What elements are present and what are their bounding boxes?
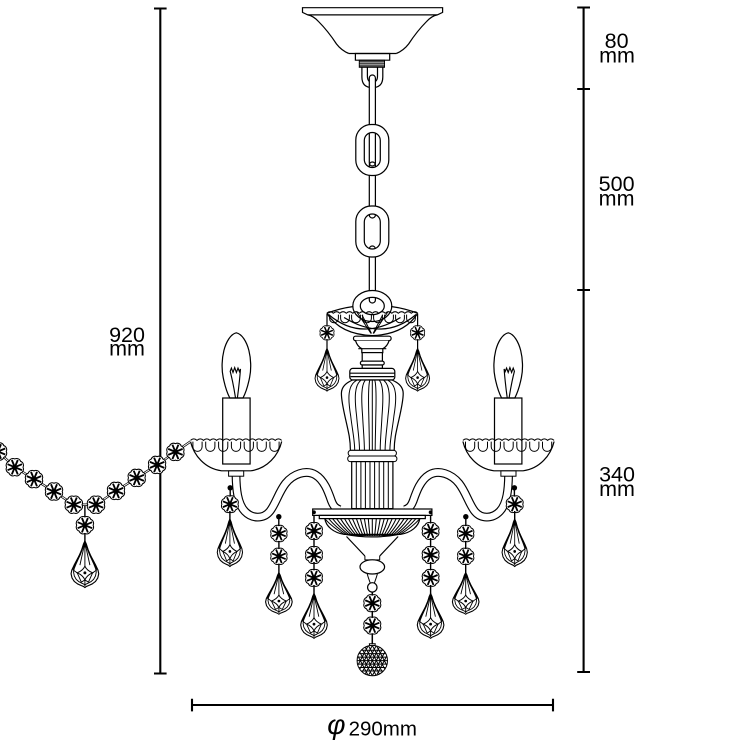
svg-text:mm: mm xyxy=(599,44,635,68)
svg-text:340: 340 xyxy=(599,463,635,487)
svg-text:mm: mm xyxy=(599,477,635,501)
svg-text:920: 920 xyxy=(109,323,145,347)
svg-text:φ: φ xyxy=(327,709,345,740)
svg-text:500: 500 xyxy=(599,172,635,196)
svg-text:80: 80 xyxy=(605,29,629,53)
svg-text:mm: mm xyxy=(109,337,145,361)
svg-text:290mm: 290mm xyxy=(349,718,417,741)
svg-text:mm: mm xyxy=(599,187,635,211)
